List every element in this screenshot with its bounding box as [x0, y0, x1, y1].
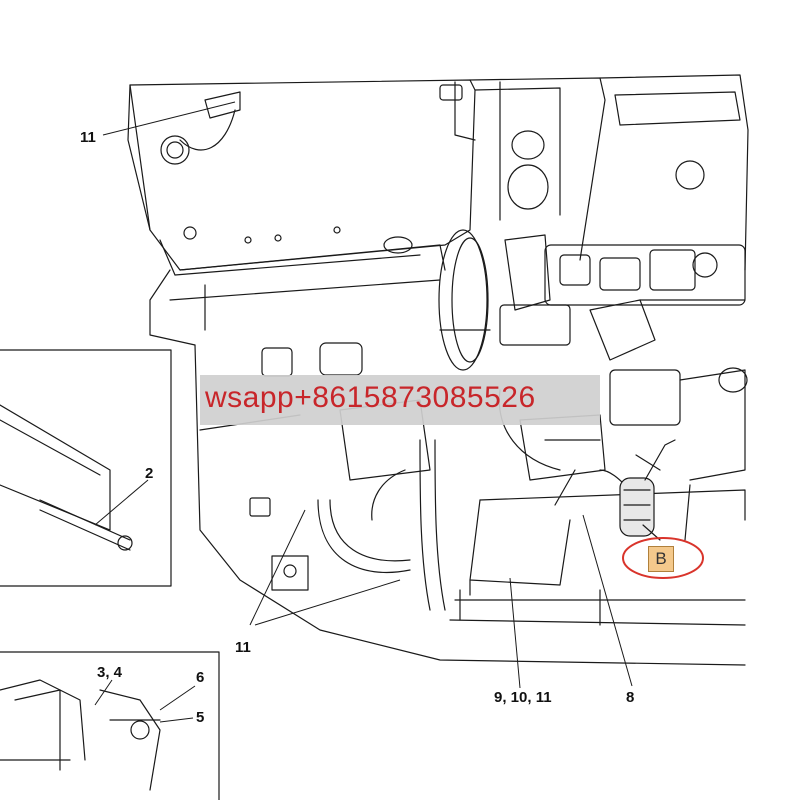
callout-11-bottom: 11 [235, 639, 251, 656]
leader-lines [94, 101, 633, 723]
callout-3-4: 3, 4 [97, 664, 123, 681]
highlight-ring [622, 537, 704, 579]
inset-bottom-left [0, 651, 220, 800]
callout-5: 5 [196, 709, 204, 726]
component-8 [619, 439, 691, 541]
engine-block [469, 234, 748, 596]
callout-2: 2 [145, 465, 153, 482]
watermark-band [200, 375, 600, 425]
callout-8: 8 [626, 689, 634, 706]
watermark-text: wsapp+8615873085526 [205, 381, 536, 414]
callout-11-top: 11 [80, 129, 96, 146]
hoses [179, 109, 626, 611]
pulley [438, 229, 491, 371]
inset-left [0, 349, 172, 587]
marker-b-badge: B [648, 546, 674, 572]
callout-9-10-11: 9, 10, 11 [494, 689, 552, 706]
callout-6: 6 [196, 669, 204, 686]
